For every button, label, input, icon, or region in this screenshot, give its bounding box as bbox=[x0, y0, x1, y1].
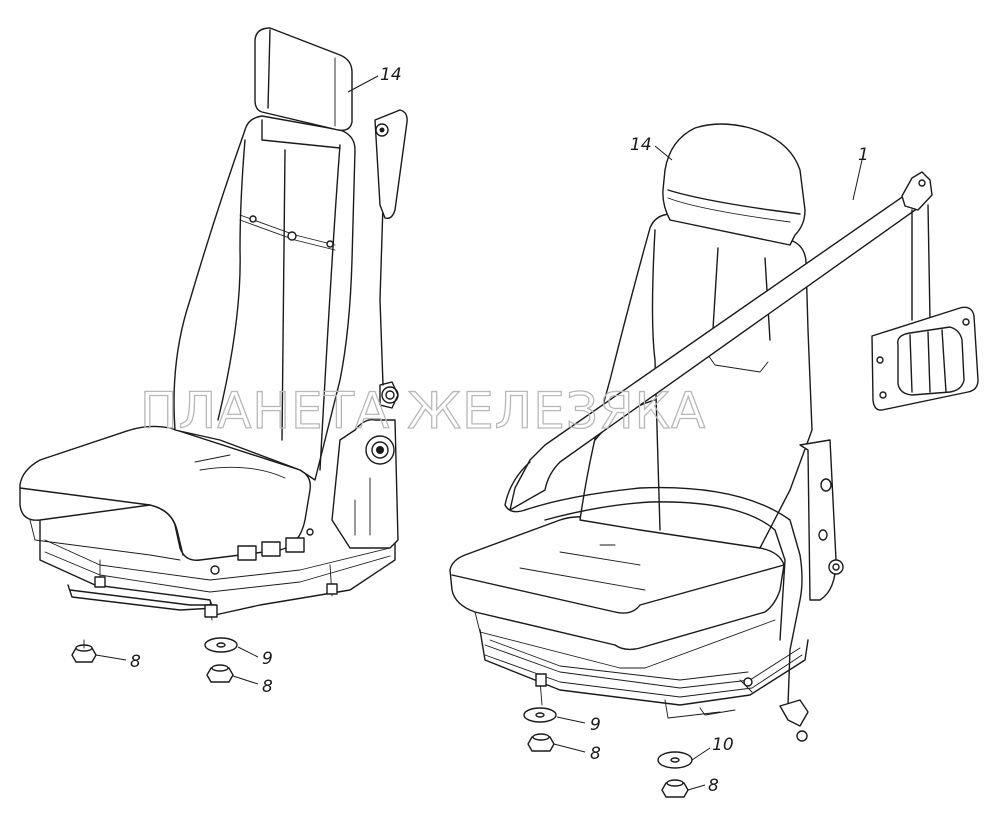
callout-right-nut-a: 8 bbox=[590, 744, 601, 764]
left-seat-side-mechanism bbox=[331, 109, 408, 549]
left-seat-headrest bbox=[254, 27, 353, 132]
callout-leaders bbox=[95, 75, 863, 791]
right-nut-a bbox=[527, 733, 555, 752]
callout-left-washer: 9 bbox=[262, 649, 273, 669]
left-washer bbox=[204, 637, 238, 653]
left-seat-cushion bbox=[19, 425, 314, 575]
callout-right-belt: 1 bbox=[858, 145, 869, 165]
right-seat-base bbox=[479, 629, 809, 719]
callout-right-washer-b: 10 bbox=[712, 735, 734, 755]
right-washer-a bbox=[523, 707, 557, 723]
left-seat-backrest bbox=[173, 115, 356, 481]
right-seat bbox=[449, 123, 979, 742]
callout-right-washer-a: 9 bbox=[590, 715, 601, 735]
right-seat-backrest bbox=[579, 213, 813, 549]
callout-left-headrest: 14 bbox=[380, 65, 402, 85]
right-seat-headrest bbox=[662, 123, 806, 246]
right-seat-belt bbox=[504, 171, 979, 742]
right-washer-b bbox=[657, 751, 693, 769]
right-nut-b bbox=[661, 779, 689, 798]
left-nut-a bbox=[71, 639, 97, 663]
watermark-text: ПЛАНЕТА ЖЕЛЕЗЯКА bbox=[140, 382, 706, 440]
left-nut-b bbox=[206, 664, 234, 683]
callout-right-nut-b: 8 bbox=[708, 776, 719, 796]
callout-left-nut-a: 8 bbox=[130, 652, 141, 672]
callout-left-nut-b: 8 bbox=[262, 677, 273, 697]
left-seat-base bbox=[39, 519, 396, 621]
left-seat bbox=[19, 27, 408, 621]
callout-right-headrest: 14 bbox=[630, 135, 652, 155]
right-seat-cushion bbox=[449, 516, 785, 669]
right-seat-side-bracket bbox=[799, 439, 844, 601]
